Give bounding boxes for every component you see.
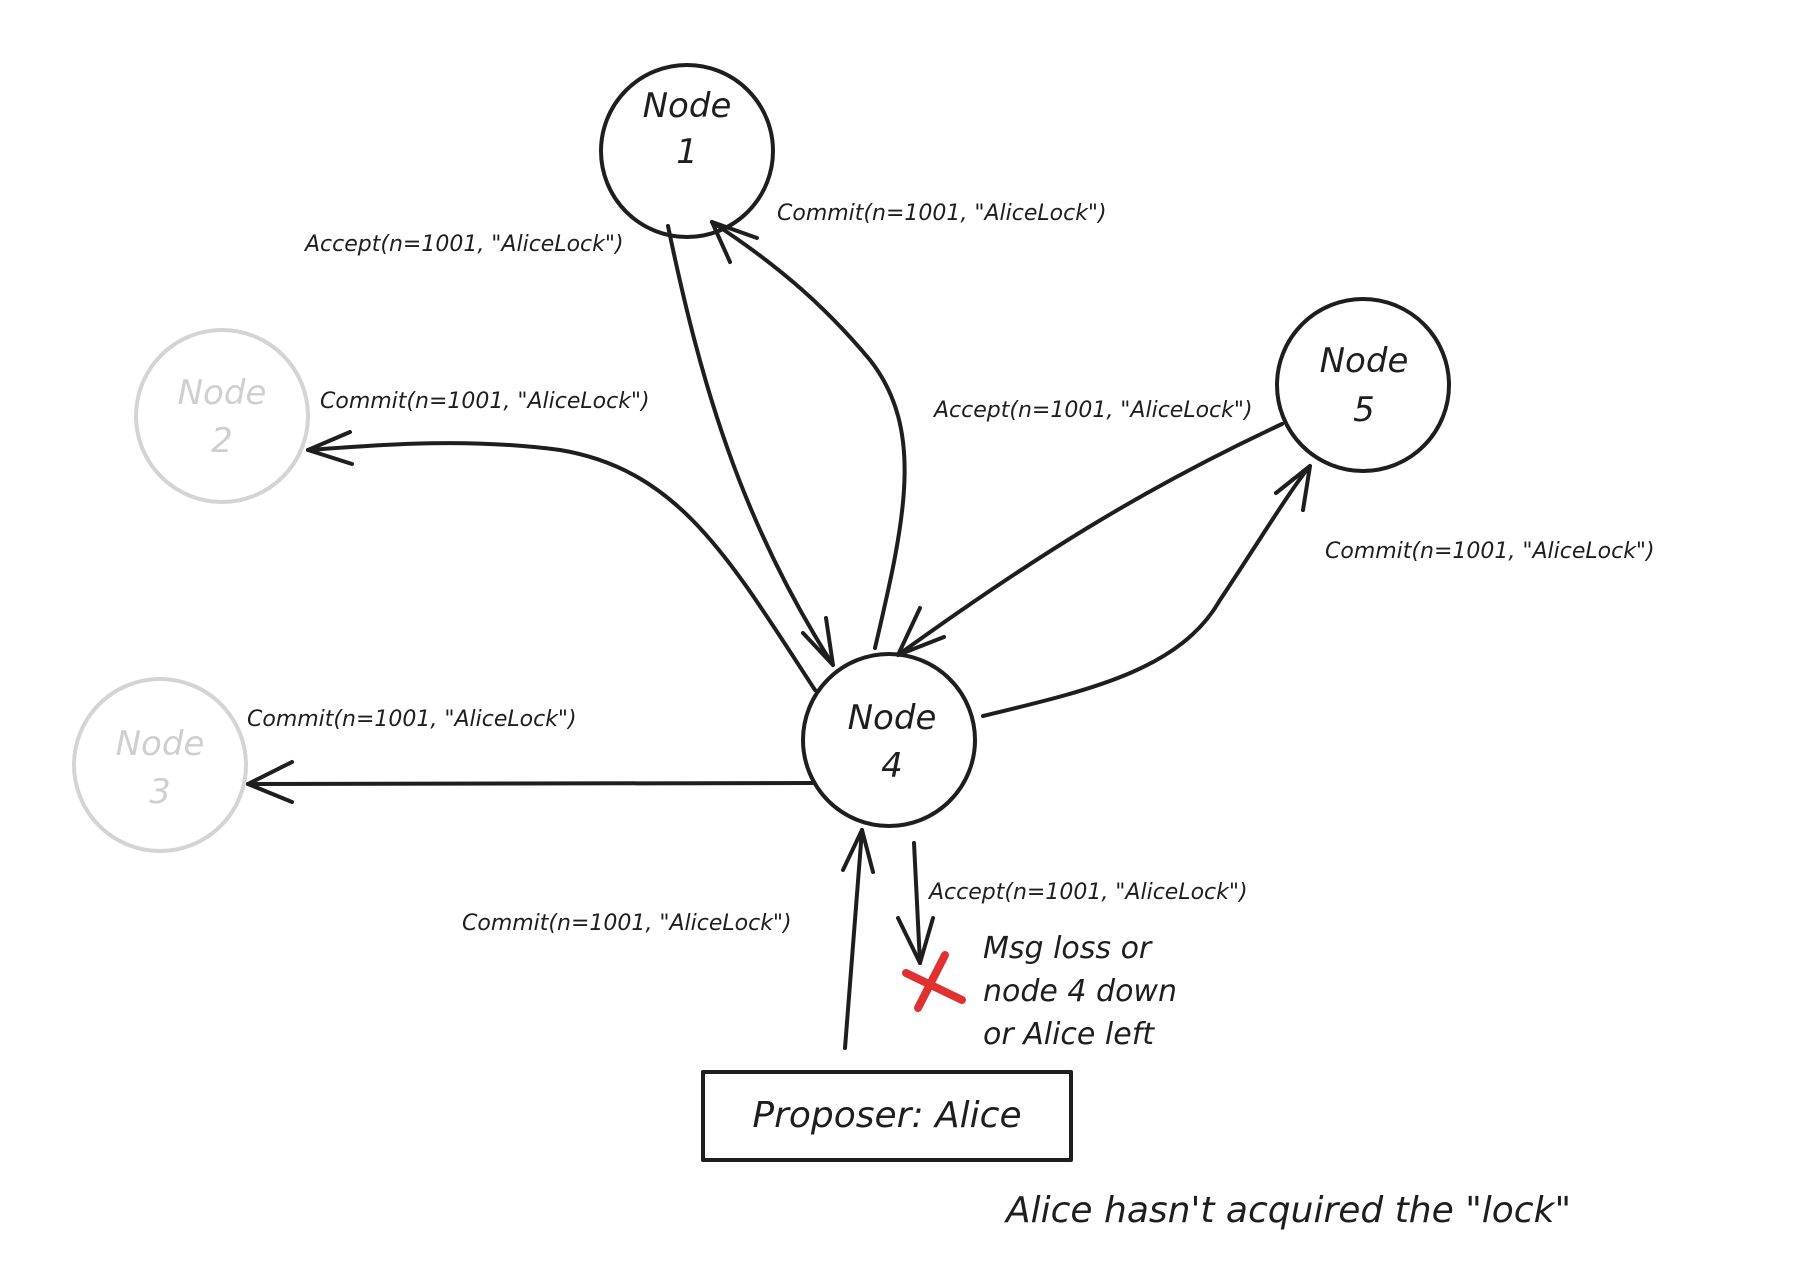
edge-label-n4-to-n1: Commit(n=1001, "AliceLock") xyxy=(777,201,1107,226)
arrow-head xyxy=(841,828,875,874)
node-4[interactable]: Node 4 xyxy=(801,652,977,828)
edge-n4-to-n5 xyxy=(981,464,1312,718)
failure-note-line3: or Alice left xyxy=(983,1017,1155,1052)
failure-note-line2: node 4 down xyxy=(983,974,1177,1009)
arrow-line xyxy=(843,828,864,1050)
edge-label-n4-to-n3: Commit(n=1001, "AliceLock") xyxy=(247,707,577,732)
arrow-line xyxy=(246,781,814,786)
node-2-label-line1: Node xyxy=(178,373,267,413)
proposer-rect xyxy=(701,1070,1073,1162)
arrow-head xyxy=(710,220,759,264)
failure-note-line1: Msg loss or xyxy=(983,931,1153,966)
edge-label-n5-to-n4: Accept(n=1001, "AliceLock") xyxy=(932,398,1253,423)
node-1-label-line1: Node xyxy=(643,86,732,126)
node-2[interactable]: Node 2 xyxy=(134,328,310,504)
x-mark-icon xyxy=(902,951,966,1012)
edge-n4-to-n1 xyxy=(710,220,907,650)
node-5-label-line1: Node xyxy=(1320,341,1409,381)
arrow-line xyxy=(666,224,835,667)
node-3-circle xyxy=(72,677,248,853)
arrow-line xyxy=(981,464,1312,718)
proposer-box[interactable]: Proposer: Alice xyxy=(701,1070,1073,1162)
edge-n4-to-n3 xyxy=(246,760,814,804)
node-1[interactable]: Node 1 xyxy=(599,63,775,239)
arrow-head xyxy=(246,760,294,804)
arrow-line xyxy=(896,422,1284,657)
edge-label-n4-to-n2: Commit(n=1001, "AliceLock") xyxy=(320,389,650,414)
edge-label-n4-to-n5: Commit(n=1001, "AliceLock") xyxy=(1325,539,1655,564)
arrow-line xyxy=(306,441,817,692)
edge-n4-to-n2 xyxy=(306,430,817,692)
node-4-label-line1: Node xyxy=(848,698,937,738)
edge-label-n4-to-lost: Accept(n=1001, "AliceLock") xyxy=(927,880,1248,905)
edge-proposer-to-n4 xyxy=(841,828,875,1050)
node-4-circle xyxy=(801,652,977,828)
edge-label-proposer-to-n4: Commit(n=1001, "AliceLock") xyxy=(462,911,792,936)
conclusion-note: Alice hasn't acquired the "lock" xyxy=(1004,1190,1571,1231)
node-2-label-line2: 2 xyxy=(211,421,233,461)
node-2-circle xyxy=(134,328,310,504)
arrow-head xyxy=(1274,464,1312,512)
node-5-label-line2: 5 xyxy=(1353,390,1375,430)
node-3-label-line2: 3 xyxy=(149,772,171,812)
node-1-label-line2: 1 xyxy=(676,132,698,172)
arrow-head xyxy=(896,916,935,965)
edge-n4-to-lost xyxy=(896,841,935,965)
arrow-head xyxy=(801,616,835,667)
node-5[interactable]: Node 5 xyxy=(1275,297,1451,473)
arrow-line xyxy=(912,841,922,965)
node-5-circle xyxy=(1275,297,1451,473)
node-3-label-line1: Node xyxy=(116,724,205,764)
arrow-head xyxy=(896,606,946,657)
node-1-circle xyxy=(599,63,775,239)
node-3[interactable]: Node 3 xyxy=(72,677,248,853)
edge-n5-to-n4 xyxy=(896,422,1284,657)
arrow-head xyxy=(306,430,354,466)
proposer-label: Proposer: Alice xyxy=(752,1095,1021,1136)
node-4-label-line2: 4 xyxy=(881,746,903,786)
edge-label-n1-to-n4: Accept(n=1001, "AliceLock") xyxy=(303,232,624,257)
arrow-line xyxy=(710,220,907,650)
edge-n1-to-n4 xyxy=(666,224,835,667)
